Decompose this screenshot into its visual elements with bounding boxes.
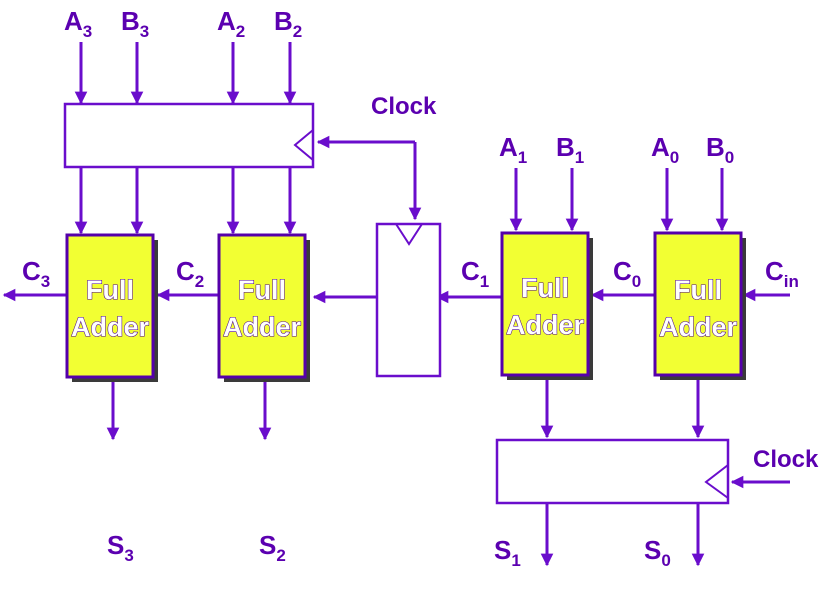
label-a2: A2 <box>217 6 245 41</box>
register-middle <box>375 222 442 378</box>
label-c0: C0 <box>613 256 641 291</box>
clock-labels: Clock Clock <box>371 93 819 473</box>
label-s2: S2 <box>259 530 286 565</box>
adder-2-label-line1: Full <box>238 275 286 305</box>
label-c2: C2 <box>176 256 204 291</box>
label-a3: A3 <box>64 6 92 41</box>
label-b3: B3 <box>121 6 149 41</box>
label-b1: B1 <box>556 132 584 167</box>
full-adder-2: Full Adder <box>217 233 310 382</box>
adder-1-label-line1: Full <box>521 273 569 303</box>
register-top <box>63 102 315 169</box>
full-adder-0: Full Adder <box>653 231 746 380</box>
label-a0: A0 <box>651 132 679 167</box>
full-adder-3: Full Adder <box>65 233 158 382</box>
register-bottom <box>495 438 730 505</box>
label-b2: B2 <box>274 6 302 41</box>
adder-3-label-line1: Full <box>86 275 134 305</box>
sum-labels: S3 S2 S1 S0 <box>107 530 671 570</box>
label-clock-bottom: Clock <box>753 446 819 473</box>
label-cin: Cin <box>765 256 799 291</box>
label-b0: B0 <box>706 132 734 167</box>
label-clock-top: Clock <box>371 93 437 120</box>
adder-3-label-line2: Adder <box>71 312 150 342</box>
label-s3: S3 <box>107 530 134 565</box>
label-a1: A1 <box>499 132 527 167</box>
carry-labels: C3 C2 C1 C0 Cin <box>22 256 799 291</box>
adder-0-label-line1: Full <box>674 275 722 305</box>
adder-2-label-line2: Adder <box>223 312 302 342</box>
label-s1: S1 <box>494 535 521 570</box>
label-s0: S0 <box>644 535 671 570</box>
wires <box>2 42 790 567</box>
adder-0-label-line2: Adder <box>659 312 738 342</box>
adder-1-label-line2: Adder <box>506 310 585 340</box>
full-adder-1: Full Adder <box>500 231 593 380</box>
label-c3: C3 <box>22 256 50 291</box>
label-c1: C1 <box>461 256 489 291</box>
input-labels: A3 B3 A2 B2 A1 B1 A0 B0 <box>64 6 734 167</box>
